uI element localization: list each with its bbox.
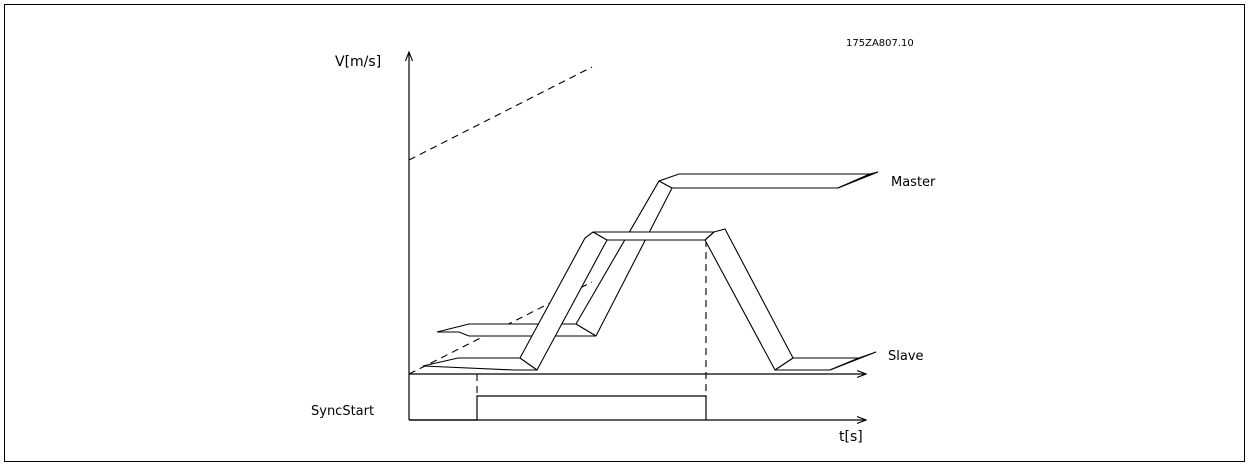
sync-start-label: SyncStart bbox=[311, 404, 374, 419]
slave-label: Slave bbox=[888, 349, 924, 364]
master-curve bbox=[436, 173, 871, 337]
master-curve-edge bbox=[575, 323, 597, 337]
master-arrowhead bbox=[837, 171, 879, 189]
slave-curve-edge bbox=[519, 357, 538, 371]
master-label: Master bbox=[891, 175, 936, 190]
slave-curve-edge bbox=[592, 231, 608, 241]
slave-arrowhead bbox=[829, 351, 877, 371]
sync-start-pulse bbox=[409, 395, 707, 421]
reference-dashed-line-upper bbox=[408, 66, 593, 161]
figure-frame bbox=[4, 4, 1245, 462]
x-axis-label: t[s] bbox=[839, 429, 863, 445]
slave-curve-edge bbox=[774, 357, 794, 371]
slave-curve bbox=[422, 228, 860, 371]
slave-curve-edge bbox=[704, 231, 715, 241]
figure-reference: 175ZA807.10 bbox=[846, 38, 914, 49]
master-curve-edge bbox=[658, 180, 673, 189]
y-axis-label: V[m/s] bbox=[335, 54, 381, 70]
